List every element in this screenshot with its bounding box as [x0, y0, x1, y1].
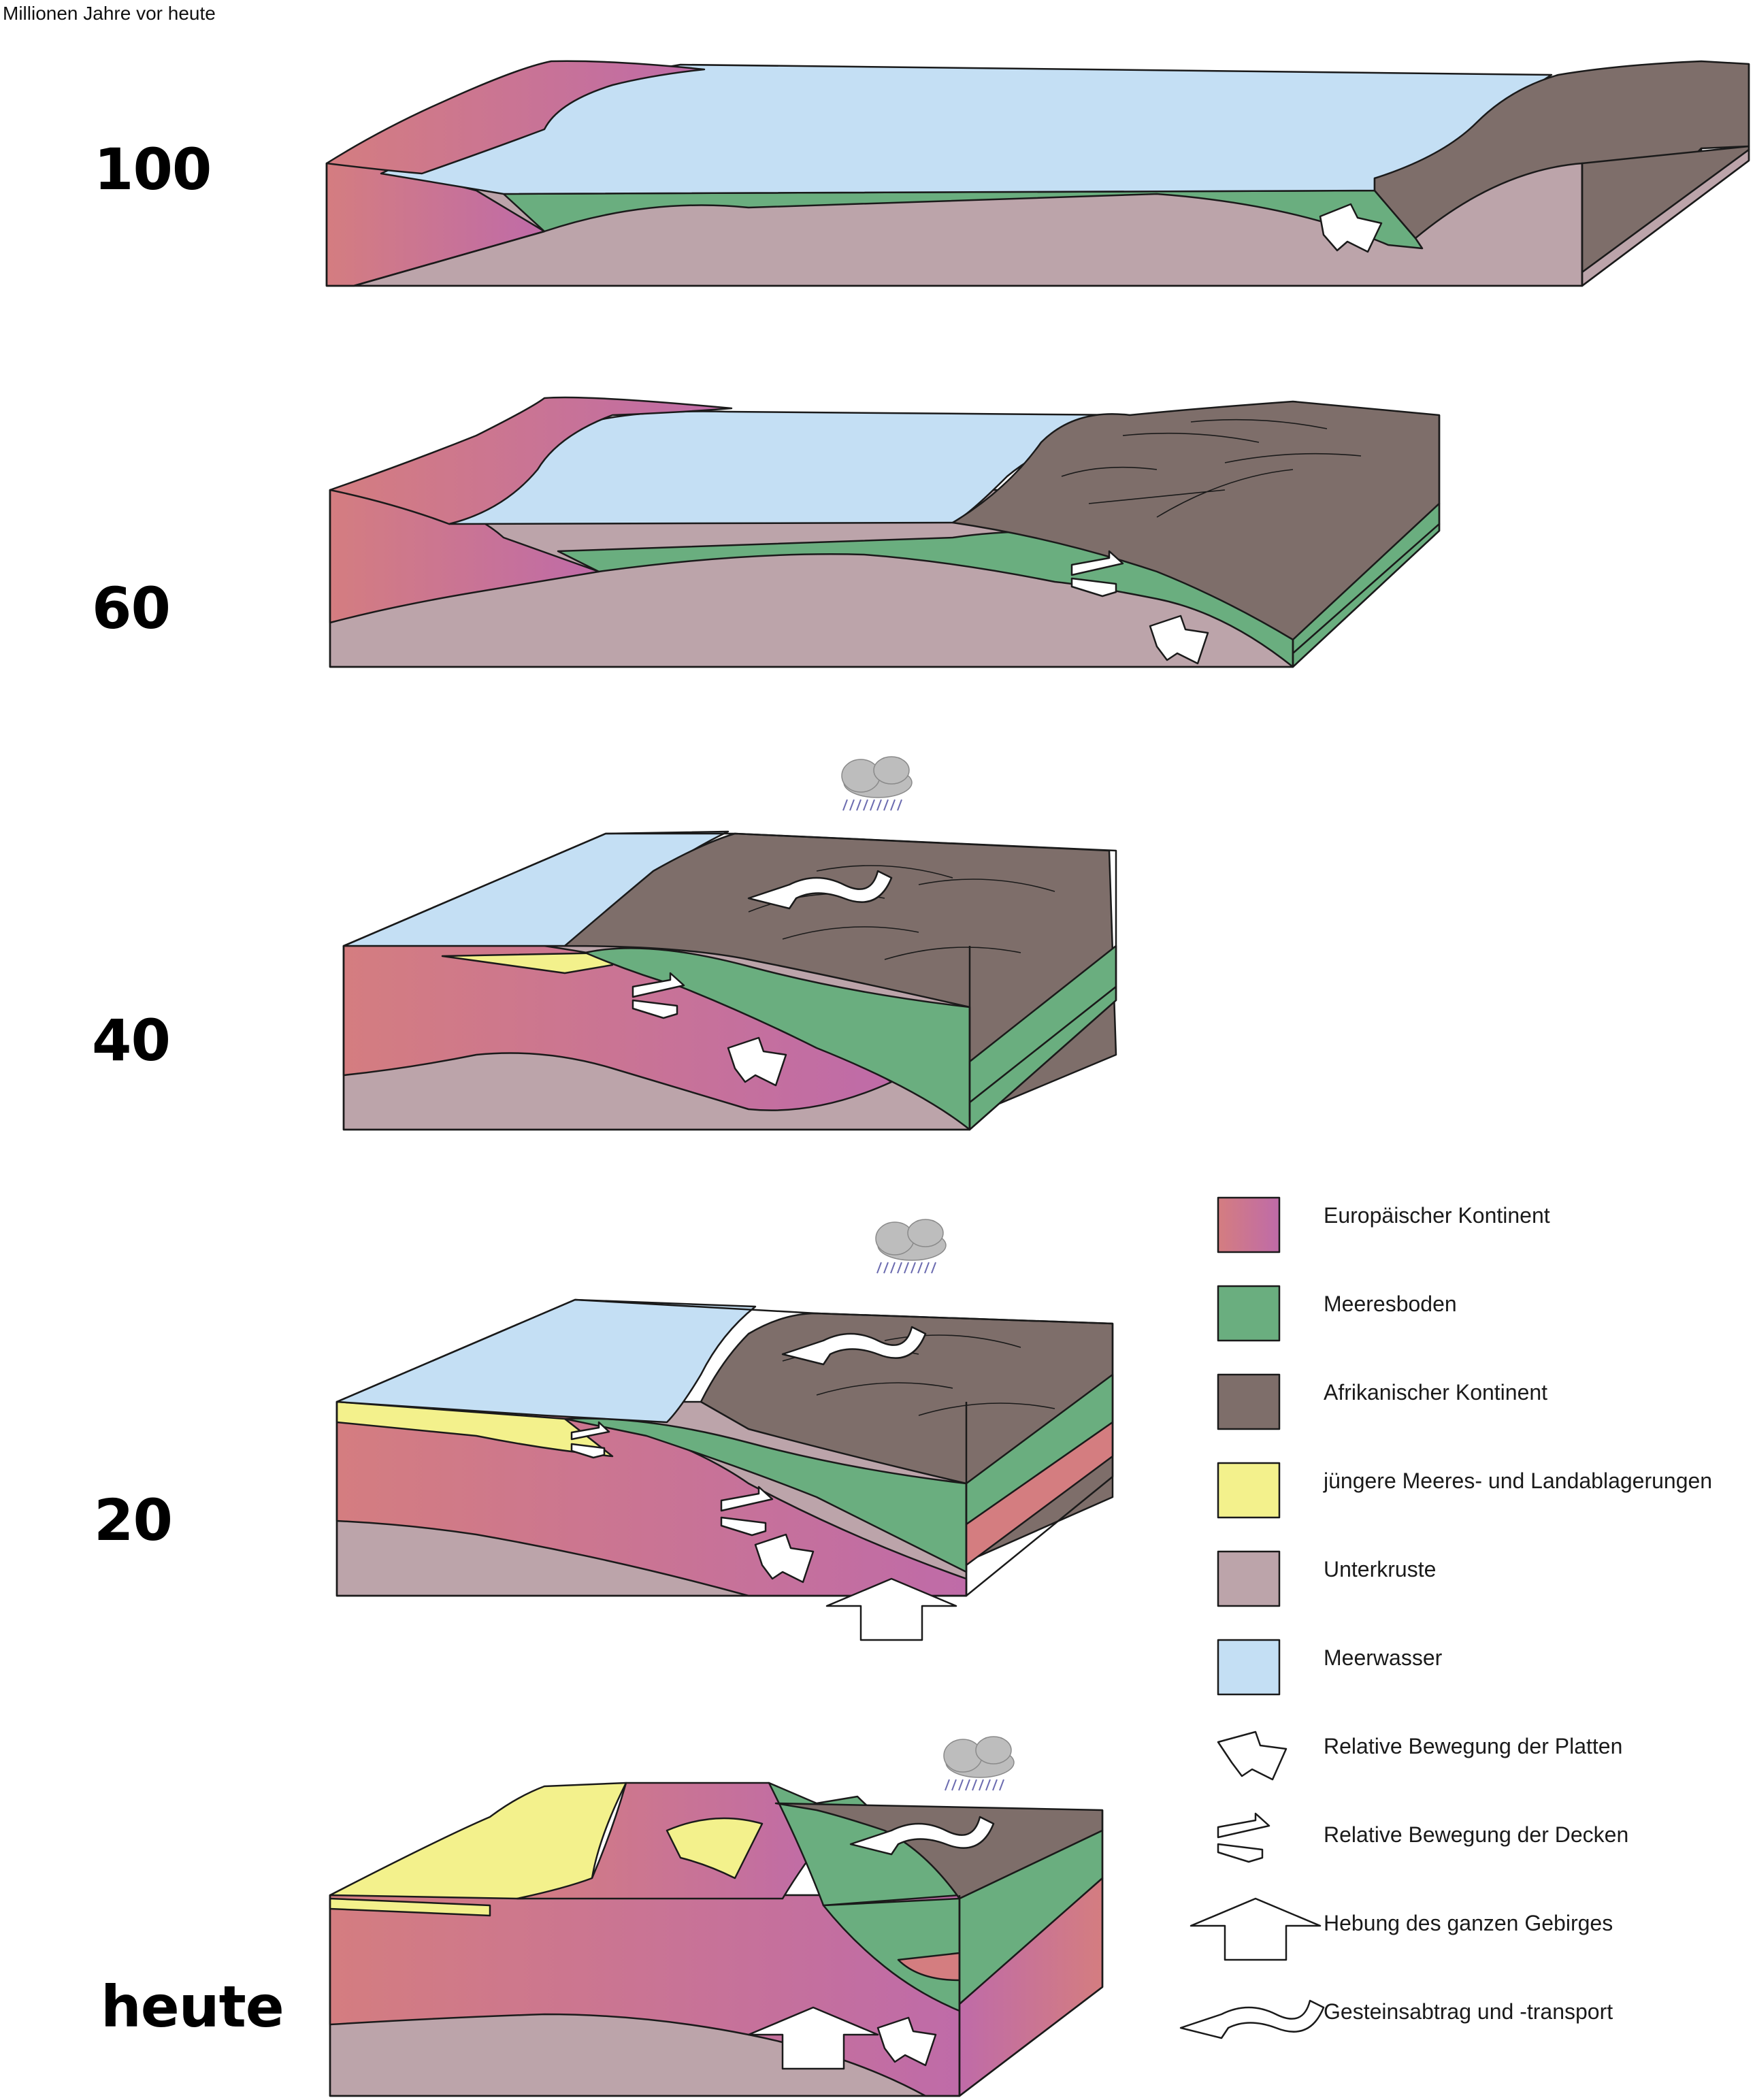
legend-label-seafloor: Meeresboden	[1324, 1292, 1457, 1316]
rain-cloud	[841, 756, 913, 811]
legend-label-erosion-transport: Gesteinsabtrag und -transport	[1324, 1999, 1613, 2024]
nappe-motion-arrow	[570, 1421, 610, 1441]
block-diagram-heute	[329, 1736, 1104, 2097]
erosion-arrow	[747, 870, 893, 910]
age-label-20: 20	[94, 1487, 173, 1554]
nappe-motion-arrow	[1070, 550, 1124, 576]
seafloor-swatch	[1217, 1285, 1281, 1342]
plate-motion-arrow	[1319, 203, 1383, 253]
block-diagram-20	[335, 1219, 1114, 1641]
age-label-100: 100	[94, 136, 212, 203]
legend-label-lower-crust: Unterkruste	[1324, 1557, 1437, 1581]
european-continent-swatch	[1217, 1196, 1281, 1253]
erosion-arrow	[849, 1816, 995, 1856]
legend	[1179, 1196, 1325, 2039]
erosion-transport-arrow-icon	[1179, 1999, 1325, 2039]
legend-label-nappe-motion: Relative Bewegung der Decken	[1324, 1822, 1629, 1847]
plate-motion-arrow	[876, 2016, 937, 2067]
sediments-swatch	[1217, 1462, 1281, 1519]
uplift-arrow-icon	[1190, 1897, 1322, 1961]
age-label-40: 40	[92, 1007, 171, 1074]
nappe-motion-arrows-icon	[1217, 1843, 1264, 1863]
nappe-motion-arrow	[720, 1516, 767, 1537]
plate-motion-arrow	[1149, 614, 1209, 665]
nappe-motion-arrow	[632, 999, 678, 1019]
nappe-motion-arrow	[1070, 577, 1117, 597]
erosion-arrow	[781, 1326, 927, 1366]
seawater-swatch	[1217, 1639, 1281, 1696]
legend-label-plate-motion: Relative Bewegung der Platten	[1324, 1734, 1623, 1758]
age-label-60: 60	[92, 575, 171, 642]
header-time-axis: Millionen Jahre vor heute	[3, 3, 216, 24]
nappe-motion-arrow	[720, 1486, 774, 1512]
rain-cloud	[943, 1736, 1015, 1791]
legend-label-sediments: jüngere Meeres- und Landablagerungen	[1324, 1469, 1713, 1493]
block-diagram-60	[329, 396, 1441, 668]
lower-crust-swatch	[1217, 1550, 1281, 1607]
legend-label-african-continent: Afrikanischer Kontinent	[1324, 1380, 1548, 1405]
uplift-arrow	[825, 1577, 957, 1641]
legend-label-european-continent: Europäischer Kontinent	[1324, 1203, 1550, 1228]
nappe-motion-arrow	[570, 1443, 606, 1459]
plate-motion-arrow-icon	[1217, 1730, 1287, 1781]
uplift-arrow	[747, 2006, 879, 2070]
legend-label-uplift: Hebung des ganzen Gebirges	[1324, 1911, 1613, 1935]
african-continent-swatch	[1217, 1373, 1281, 1430]
nappe-motion-arrow	[632, 972, 685, 998]
block-diagram-100	[325, 60, 1750, 287]
age-label-heute: heute	[101, 1973, 284, 2040]
plate-motion-arrow	[727, 1036, 787, 1087]
nappe-motion-arrows-icon	[1217, 1812, 1270, 1839]
legend-label-seawater: Meerwasser	[1324, 1645, 1443, 1670]
plate-motion-arrow	[754, 1533, 815, 1584]
block-diagram-40	[342, 756, 1117, 1131]
rain-cloud	[875, 1219, 947, 1274]
